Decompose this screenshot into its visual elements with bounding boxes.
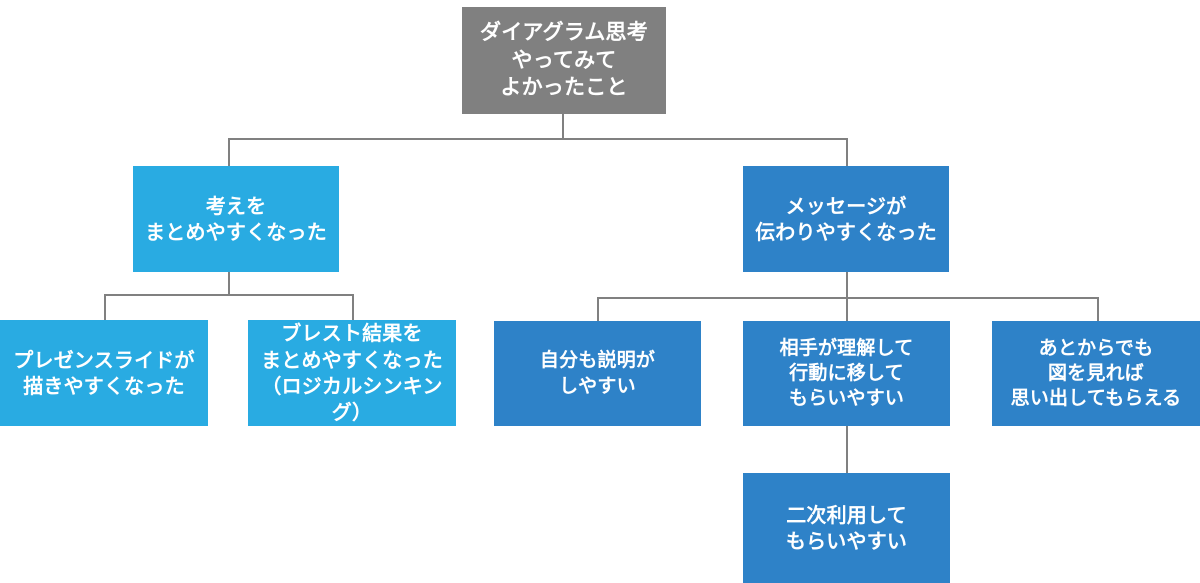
node-right-child-3[interactable]: あとからでも 図を見れば 思い出してもらえる — [992, 321, 1200, 426]
connector-main-horizontal — [228, 138, 848, 140]
node-branch-left[interactable]: 考えを まとめやすくなった — [133, 166, 339, 272]
node-root[interactable]: ダイアグラム思考 やってみて よかったこと — [462, 7, 666, 114]
node-right-child-1[interactable]: 自分も説明が しやすい — [494, 321, 701, 426]
connector-right-children-horizontal — [597, 297, 1099, 299]
connector-to-branch-right — [846, 138, 848, 166]
connector-branch-right-down — [846, 272, 848, 298]
connector-to-right-child-1 — [597, 297, 599, 321]
node-left-child-2[interactable]: ブレスト結果を まとめやすくなった （ロジカルシンキング） — [248, 320, 456, 426]
connector-to-branch-left — [228, 138, 230, 166]
connector-root-down — [562, 114, 564, 139]
node-branch-right[interactable]: メッセージが 伝わりやすくなった — [743, 166, 949, 272]
connector-to-right-child-2 — [846, 297, 848, 321]
connector-to-left-child-2 — [352, 294, 354, 320]
connector-to-left-child-1 — [104, 294, 106, 320]
node-left-child-1[interactable]: プレゼンスライドが 描きやすくなった — [0, 320, 208, 426]
connector-to-right-child-3 — [1097, 297, 1099, 321]
connector-branch-left-down — [228, 270, 230, 295]
node-right-child-2[interactable]: 相手が理解して 行動に移して もらいやすい — [743, 321, 950, 426]
node-right-grandchild-1[interactable]: 二次利用して もらいやすい — [743, 473, 950, 583]
connector-to-right-grandchild-1 — [846, 424, 848, 474]
connector-left-children-horizontal — [104, 294, 354, 296]
